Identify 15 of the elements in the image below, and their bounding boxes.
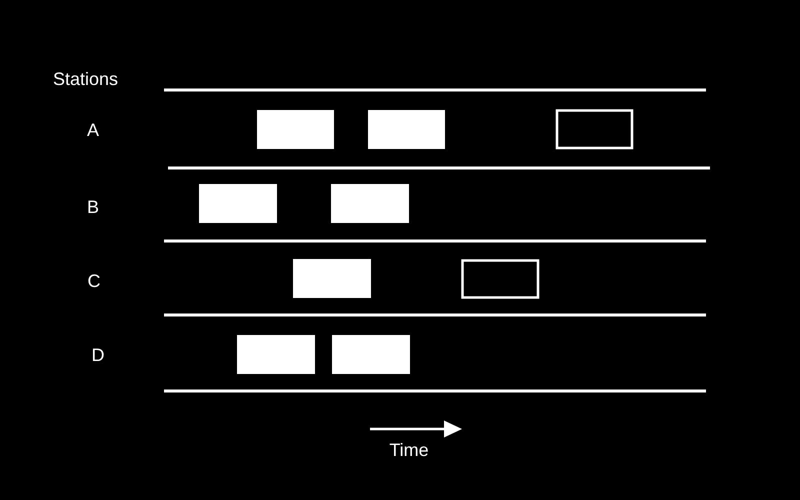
time-slot-block	[199, 184, 277, 223]
row-label: D	[92, 345, 104, 365]
row-label: C	[88, 271, 100, 291]
time-slot-block	[293, 259, 371, 298]
axis-title: Stations	[53, 69, 118, 89]
time-slot-block	[331, 184, 409, 223]
time-slot-block	[237, 335, 315, 374]
row-label: B	[87, 197, 99, 217]
time-slot-block	[368, 110, 445, 149]
axis-label: Time	[389, 440, 429, 460]
outlined-time-slot	[556, 109, 634, 150]
time-slot-block	[332, 335, 410, 374]
row-label: A	[87, 120, 99, 140]
outlined-time-slot	[461, 259, 540, 299]
time-slot-block	[257, 110, 334, 149]
